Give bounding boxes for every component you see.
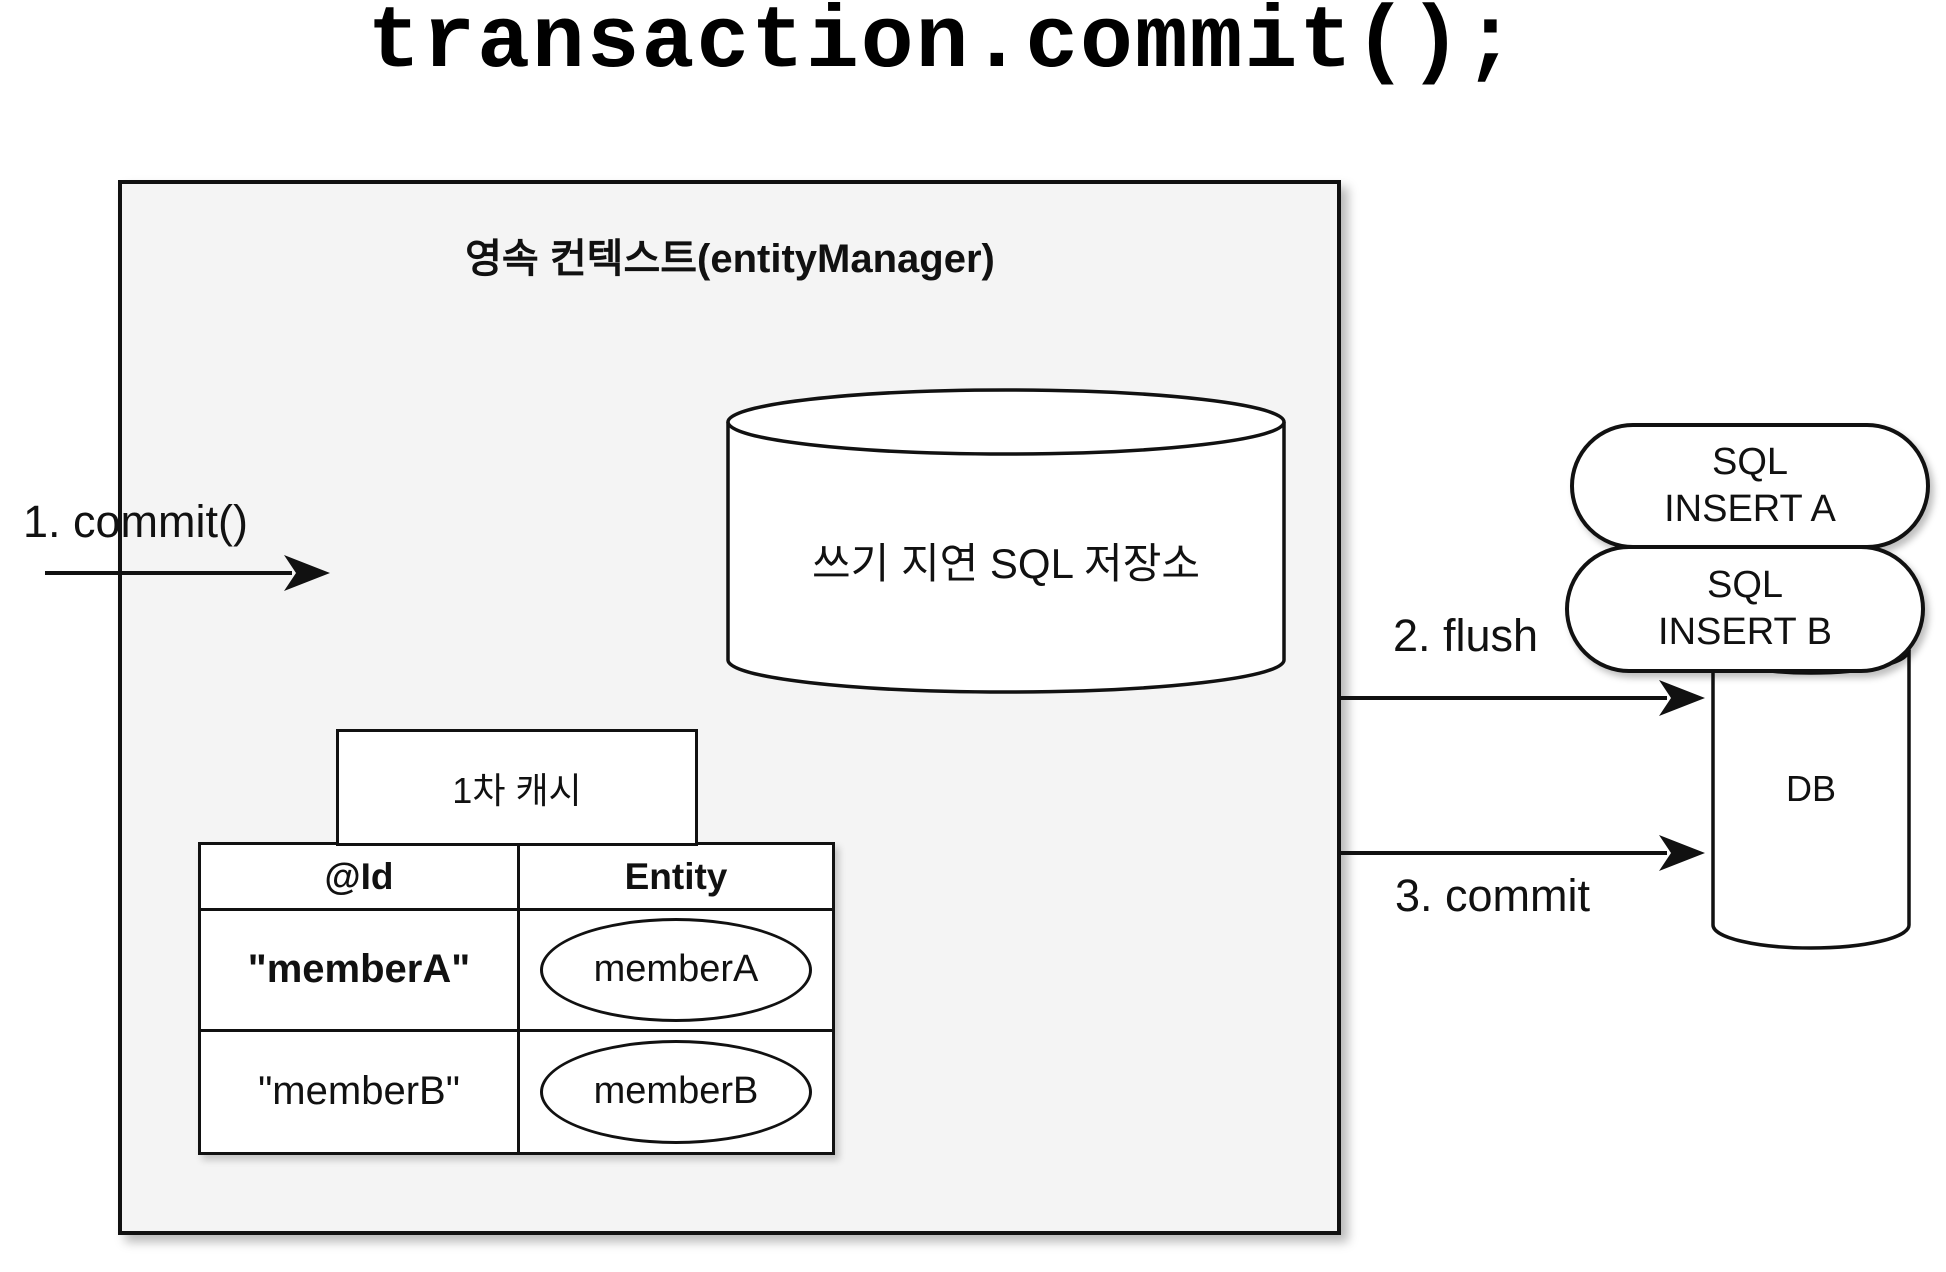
- write-behind-store-cylinder: [726, 388, 1286, 694]
- first-level-cache-table: @Id Entity "memberA" memberA "memberB" m…: [198, 842, 835, 1155]
- db-label: DB: [1785, 768, 1837, 809]
- sql-insert-a-pill: SQL INSERT A: [1570, 423, 1930, 549]
- sql-insert-b-line2: INSERT B: [1658, 611, 1832, 653]
- sql-insert-b-pill: SQL INSERT B: [1565, 545, 1925, 673]
- entity-ellipse-member-a: memberA: [540, 917, 812, 1022]
- entity-ellipse-member-a-label: memberA: [593, 948, 759, 991]
- cache-row-b-entity-cell: memberB: [520, 1032, 832, 1153]
- arrow-3-commit-icon: [1341, 835, 1705, 871]
- cache-row-a-id: "memberA": [201, 911, 520, 1032]
- arrow-1-commit-label: 1. commit(): [23, 496, 248, 547]
- entity-ellipse-member-b: memberB: [540, 1039, 812, 1144]
- diagram-title: transaction.commit();: [367, 0, 1519, 93]
- write-behind-store-label: 쓰기 지연 SQL 저장소: [812, 540, 1200, 587]
- entity-ellipse-member-b-label: memberB: [593, 1070, 759, 1113]
- arrow-2-flush-icon: [1341, 680, 1705, 716]
- persistence-context-label: 영속 컨텍스트(entityManager): [465, 237, 995, 281]
- first-level-cache-tab-label: 1차 캐시: [452, 769, 582, 811]
- cache-row-b-id: "memberB": [201, 1031, 520, 1152]
- arrow-1-commit-icon: [45, 555, 330, 591]
- cache-column-header-entity: Entity: [520, 845, 832, 911]
- first-level-cache-tab: 1차 캐시: [336, 729, 698, 846]
- sql-insert-a-line1: SQL: [1711, 441, 1789, 483]
- sql-insert-b-line1: SQL: [1706, 564, 1784, 606]
- arrow-2-flush-label: 2. flush: [1393, 610, 1539, 661]
- arrow-3-commit-label: 3. commit: [1395, 870, 1591, 921]
- cache-column-header-id: @Id: [201, 845, 520, 911]
- cache-row-a-entity-cell: memberA: [520, 911, 832, 1032]
- sql-insert-a-line2: INSERT A: [1664, 488, 1836, 530]
